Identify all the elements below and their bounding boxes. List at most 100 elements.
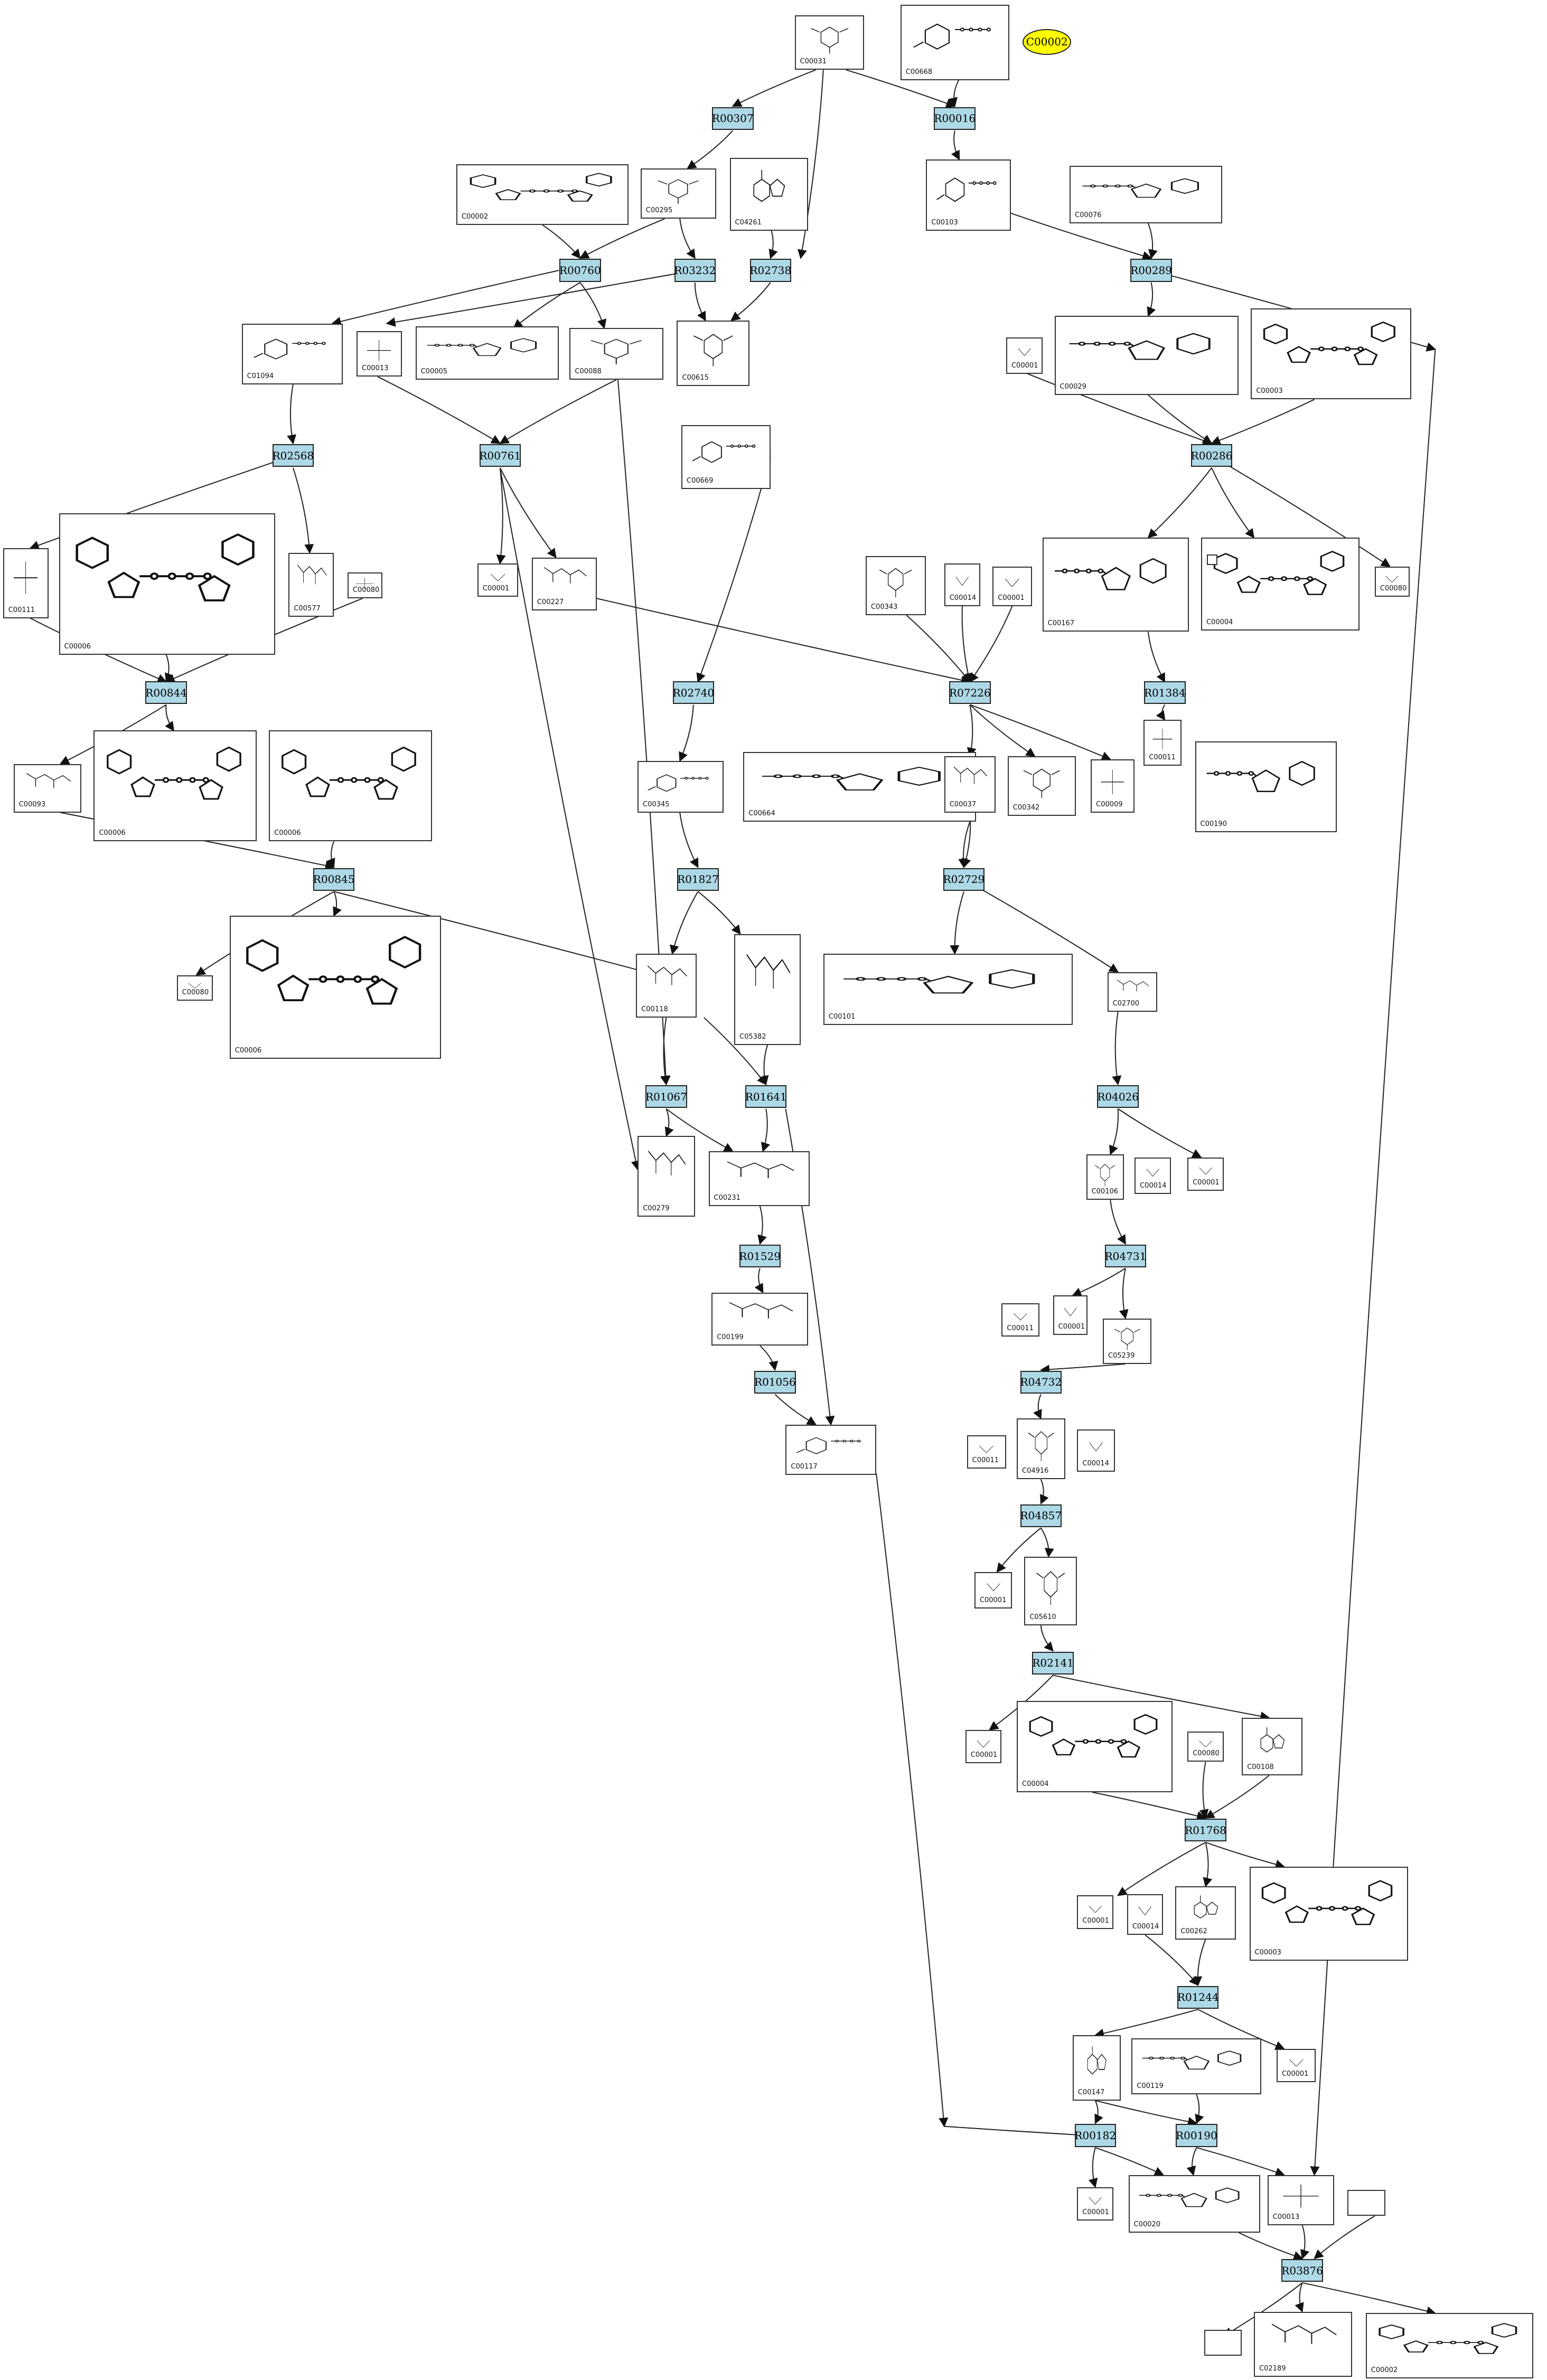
reaction-edge <box>1197 2009 1285 2050</box>
compound-node: C00003 <box>1251 308 1411 400</box>
reaction-edge <box>774 1394 817 1425</box>
reaction-node[interactable]: R00844 <box>145 681 187 704</box>
reaction-edge <box>697 891 741 935</box>
compound-node: C00345 <box>637 760 724 813</box>
compound-id: C00002 <box>1371 2366 1398 2375</box>
reaction-edge <box>944 2125 1089 2140</box>
compound-node: C00014 <box>1127 1894 1164 1935</box>
reaction-node[interactable]: R02740 <box>673 681 714 704</box>
compound-id: C00076 <box>1075 211 1102 219</box>
reaction-node[interactable]: R04732 <box>1020 1370 1062 1394</box>
reaction-node[interactable]: R04026 <box>1097 1085 1139 1108</box>
compound-node: C00011 <box>967 1435 1006 1469</box>
compound-id: C01094 <box>247 372 274 380</box>
compound-node: C02700 <box>1107 972 1158 1012</box>
reaction-node[interactable]: R00845 <box>313 868 354 891</box>
compound-id: C00615 <box>682 373 709 382</box>
compound-id: C05610 <box>1029 1613 1056 1621</box>
structure-drawing <box>879 568 912 598</box>
reaction-edge <box>846 69 956 108</box>
compound-node: C00101 <box>823 954 1073 1026</box>
compound-id: C00167 <box>1047 619 1075 628</box>
reaction-edge <box>1211 467 1255 539</box>
reaction-edge <box>1053 1675 1270 1721</box>
reaction-edge <box>579 282 607 329</box>
structure-drawing <box>367 340 391 361</box>
reaction-edge <box>596 598 971 685</box>
reaction-node[interactable]: R02568 <box>273 444 314 467</box>
reaction-edge <box>1156 704 1166 721</box>
reaction-edge <box>1118 1108 1202 1158</box>
compound-node: C00615 <box>677 320 749 386</box>
compound-id: C00001 <box>1281 2070 1309 2078</box>
reaction-edge <box>1110 1200 1126 1245</box>
reaction-node[interactable]: R01384 <box>1144 681 1186 704</box>
reaction-node[interactable]: R00286 <box>1191 444 1232 467</box>
reaction-node[interactable]: R01768 <box>1185 1819 1226 1842</box>
compound-node: C04916 <box>1017 1418 1065 1480</box>
reaction-node[interactable]: R02738 <box>749 259 791 282</box>
reaction-node[interactable]: R01056 <box>754 1370 796 1394</box>
reaction-node[interactable]: R00016 <box>934 107 976 130</box>
reaction-node[interactable]: R01529 <box>739 1245 781 1268</box>
reaction-edge <box>1295 2282 1304 2313</box>
compound-node: C00076 <box>1070 165 1223 223</box>
reaction-edge <box>1040 1625 1054 1652</box>
reaction-edge <box>1072 1267 1126 1297</box>
structure-drawing <box>727 1161 794 1179</box>
compound-node: C00001 <box>974 1572 1012 1608</box>
reaction-edge <box>1196 2147 1285 2177</box>
reaction-edge <box>950 891 964 955</box>
structure-drawing <box>1289 2059 1304 2066</box>
compound-node: C00080 <box>1374 566 1410 597</box>
compound-id: C00345 <box>643 800 670 808</box>
reaction-edge <box>963 879 1119 973</box>
reaction-edge <box>1092 1791 1207 1821</box>
structure-drawing <box>658 179 699 204</box>
compound-node: C00006 <box>59 513 275 655</box>
reaction-node[interactable]: R02141 <box>1032 1651 1074 1675</box>
reaction-node[interactable]: R04731 <box>1105 1245 1146 1268</box>
reaction-node[interactable]: R01641 <box>745 1085 787 1108</box>
structure-drawing <box>729 1302 793 1319</box>
compound-id: C00006 <box>64 642 91 651</box>
reaction-node[interactable]: R03876 <box>1281 2259 1323 2282</box>
reaction-edge <box>165 654 174 683</box>
reaction-node[interactable]: R00289 <box>1130 259 1172 282</box>
structure-drawing <box>14 561 38 594</box>
reaction-node[interactable]: R00190 <box>1176 2124 1217 2147</box>
compound-id: C00013 <box>362 364 389 373</box>
structure-drawing <box>1199 1168 1212 1175</box>
compound-node: C00106 <box>1086 1154 1124 1200</box>
structure-drawing <box>246 936 421 1005</box>
structure-drawing <box>1018 348 1031 356</box>
reaction-node[interactable]: R01827 <box>677 868 719 891</box>
compound-id: C00001 <box>998 594 1025 602</box>
reaction-node[interactable]: R00307 <box>712 107 754 130</box>
structure-drawing <box>977 1740 990 1747</box>
reaction-node[interactable]: R04857 <box>1020 1504 1062 1527</box>
reaction-node[interactable]: R01244 <box>1177 1986 1219 2009</box>
reaction-node[interactable]: R02729 <box>943 868 985 891</box>
compound-id: C00001 <box>970 1751 998 1760</box>
reaction-edge <box>969 606 1013 683</box>
structure-drawing <box>1194 1895 1218 1919</box>
reaction-edge <box>730 282 771 321</box>
reaction-node[interactable]: R07226 <box>949 681 991 704</box>
reaction-node[interactable]: R00760 <box>559 259 601 282</box>
structure-drawing <box>470 173 612 202</box>
reaction-edge <box>1095 2100 1198 2127</box>
compound-id: C00011 <box>1149 753 1176 761</box>
reaction-edge <box>669 891 699 955</box>
reaction-node[interactable]: R03232 <box>674 259 716 282</box>
compound-node: C05382 <box>734 934 801 1045</box>
compound-id: C00199 <box>717 1333 744 1342</box>
compound-id: C05239 <box>1108 1351 1135 1360</box>
reaction-edge <box>967 704 977 758</box>
compound-id: C00029 <box>1060 382 1086 391</box>
compound-node: C00006 <box>229 916 442 1059</box>
reaction-edge <box>386 269 695 327</box>
reaction-node[interactable]: R00182 <box>1074 2124 1116 2147</box>
reaction-node[interactable]: R01067 <box>645 1085 687 1108</box>
reaction-node[interactable]: R00761 <box>479 444 521 467</box>
